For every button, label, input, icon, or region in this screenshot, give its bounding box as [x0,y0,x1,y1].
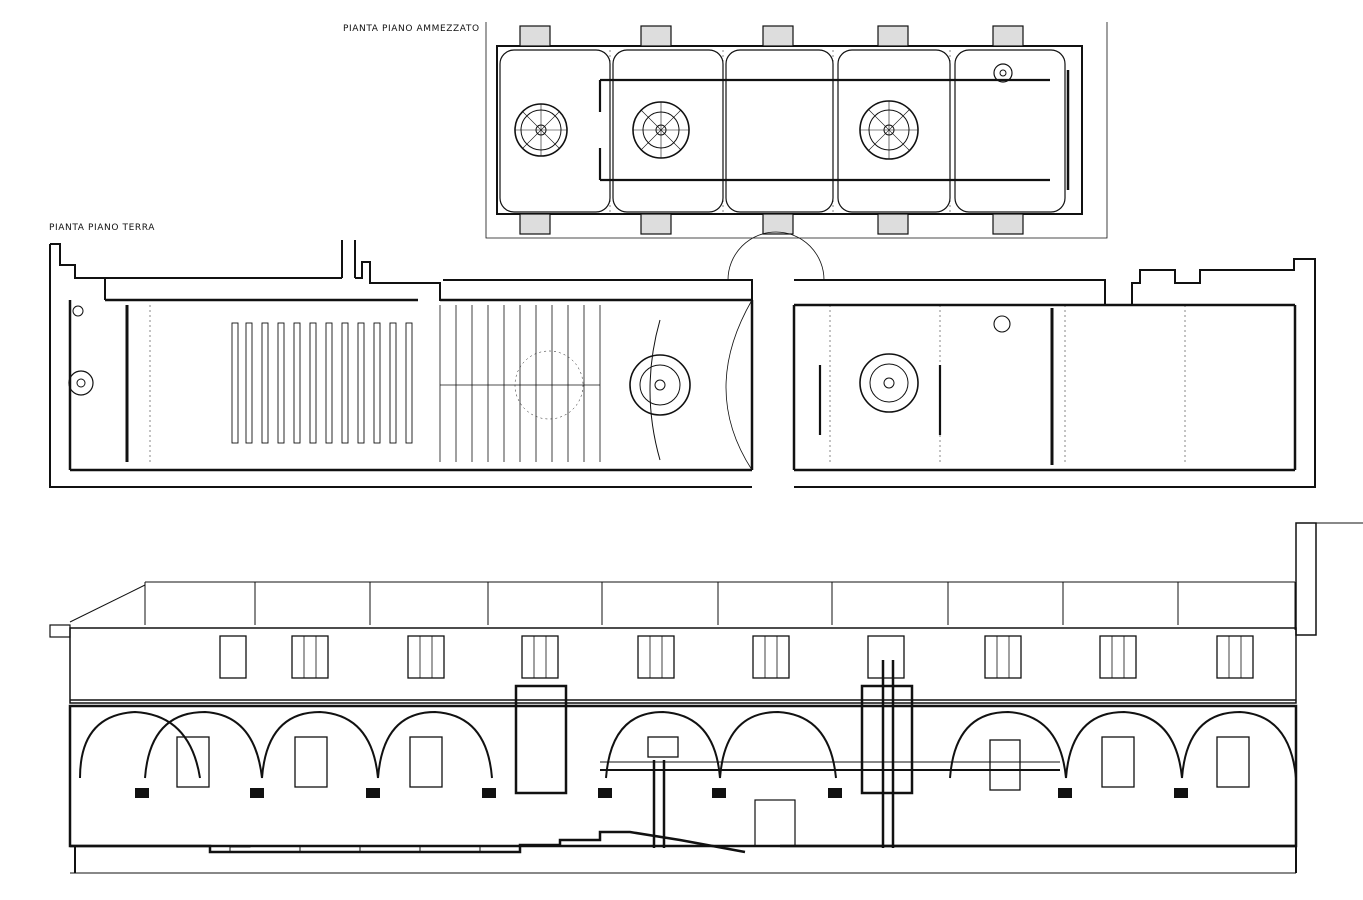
ground-floor-spiral-stairs [68,305,1011,416]
ground-floor-plan-title: PIANTA PIANO TERRA [49,223,155,233]
mezzanine-plan [485,22,1108,239]
mezzanine-plan-title: PIANTA PIANO AMMEZZATO [343,24,480,34]
longitudinal-section [49,522,1363,874]
ground-floor-plan [49,231,1316,488]
ground-floor-seating [231,322,413,444]
mezzanine-spiral-stairs [514,63,1013,160]
section-vaults [79,710,1297,779]
